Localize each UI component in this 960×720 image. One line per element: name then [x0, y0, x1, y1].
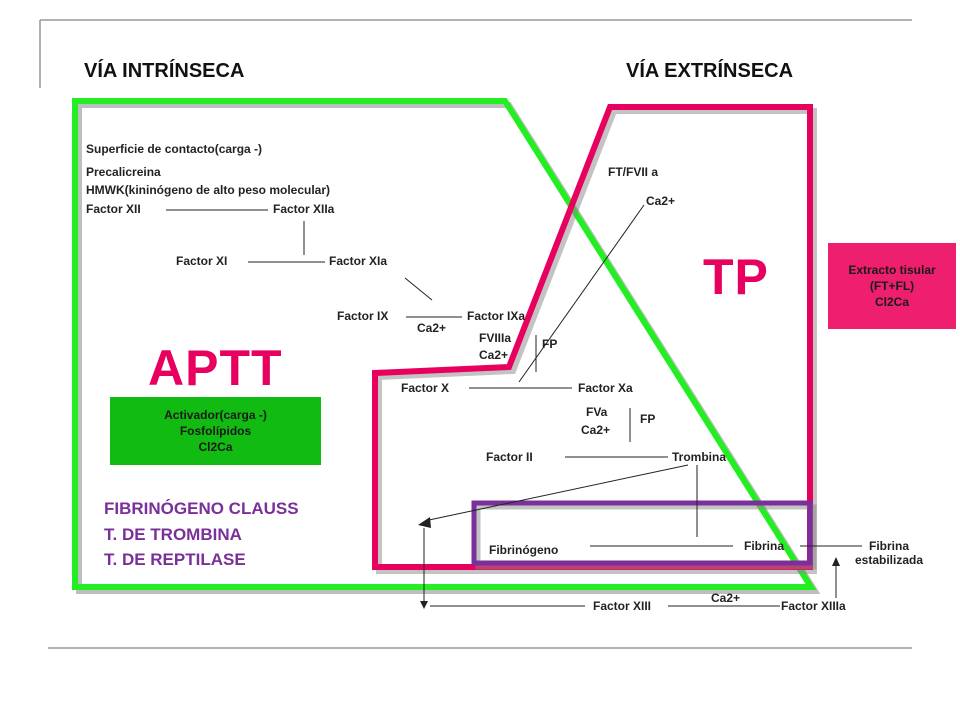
- factor-xiii-label: Factor XIII: [593, 599, 652, 613]
- fibrinogen-region-shadow: [475, 504, 817, 570]
- factor-ix-label: Factor IX: [337, 309, 389, 323]
- line-thrombin-to-arrow: [428, 464, 689, 521]
- tp-reagent-line1: Extracto tisular: [848, 262, 936, 277]
- factor-x-label: Factor X: [401, 381, 450, 395]
- arrow-down-left: [420, 601, 428, 609]
- fp-fva-label: FP: [640, 412, 656, 426]
- stabilized-fibrin-line2: estabilizada: [854, 552, 924, 567]
- test-thrombin-time: T. DE TROMBINA: [104, 524, 242, 544]
- header-intrinsic: VÍA INTRÍNSECA: [84, 60, 245, 82]
- contact-surface-label: Superficie de contacto(carga -): [86, 142, 263, 156]
- header-extrinsic: VÍA EXTRÍNSECA: [626, 60, 794, 82]
- aptt-region-shadow: [76, 102, 821, 594]
- aptt-region: [72, 98, 817, 590]
- arrow-up-stabilized: [832, 557, 840, 566]
- ca-ft-label: Ca2+: [646, 194, 676, 208]
- aptt-label: APTT: [148, 340, 283, 396]
- stabilized-fibrin-label: Fibrina estabilizada: [850, 539, 928, 568]
- fibrinogen-region: [471, 500, 813, 566]
- ca-viiia-label: Ca2+: [479, 348, 509, 362]
- tp-region-shadow: [376, 108, 817, 574]
- factor-xi-label: Factor XI: [176, 254, 228, 268]
- tp-reagent-line2: (FT+FL): [869, 278, 915, 293]
- fp-viiia-label: FP: [542, 337, 558, 351]
- prekallikrein-label: Precalicreina: [86, 165, 161, 179]
- fibrinogen-label: Fibrinógeno: [489, 543, 559, 557]
- ca-xiii-label: Ca2+: [711, 591, 741, 605]
- line-ft-to-x: [518, 204, 645, 383]
- fibrin-label: Fibrina: [744, 539, 785, 553]
- line-f11a-f9a: [404, 277, 433, 301]
- factor-ii-label: Factor II: [486, 450, 533, 464]
- tp-reagent-line3: Cl2Ca: [874, 295, 909, 310]
- test-fibrinogen-clauss: FIBRINÓGENO CLAUSS: [104, 499, 299, 518]
- aptt-reagent-line3: Cl2Ca: [198, 440, 233, 455]
- ft-fviia-label: FT/FVII a: [608, 165, 659, 179]
- factor-xa-label: Factor Xa: [578, 381, 633, 395]
- ca-fva-label: Ca2+: [581, 423, 611, 437]
- aptt-reagent-box: [110, 397, 321, 465]
- stabilized-fibrin-line1: Fibrina: [868, 539, 909, 553]
- factor-xiia-label: Factor XIIa: [273, 202, 335, 216]
- aptt-reagent-text: Activador(carga -) Fosfolípidos Cl2Ca: [110, 397, 321, 465]
- arrow-to-fibrinogen-test: [418, 517, 431, 528]
- tp-reagent-text: Extracto tisular (FT+FL) Cl2Ca: [828, 243, 956, 329]
- fva-label: FVa: [586, 405, 608, 419]
- tp-reagent-box: [828, 243, 956, 329]
- factor-xia-label: Factor XIa: [329, 254, 388, 268]
- hmwk-label: HMWK(kininógeno de alto peso molecular): [86, 183, 331, 197]
- factor-xiiia-label: Factor XIIIa: [781, 599, 846, 613]
- ca-ix-label: Ca2+: [417, 321, 447, 335]
- aptt-reagent-line2: Fosfolípidos: [179, 423, 252, 438]
- aptt-reagent-line1: Activador(carga -): [164, 407, 267, 422]
- factor-xii-label: Factor XII: [86, 202, 141, 216]
- tests-list: FIBRINÓGENO CLAUSS T. DE TROMBINA T. DE …: [104, 496, 299, 573]
- factor-ixa-label: Factor IXa: [467, 309, 526, 323]
- thrombin-label: Trombina: [672, 450, 727, 464]
- tp-label: TP: [703, 249, 769, 305]
- fviiia-label: FVIIIa: [479, 331, 512, 345]
- tp-region: [372, 104, 813, 570]
- test-reptilase-time: T. DE REPTILASE: [104, 550, 246, 569]
